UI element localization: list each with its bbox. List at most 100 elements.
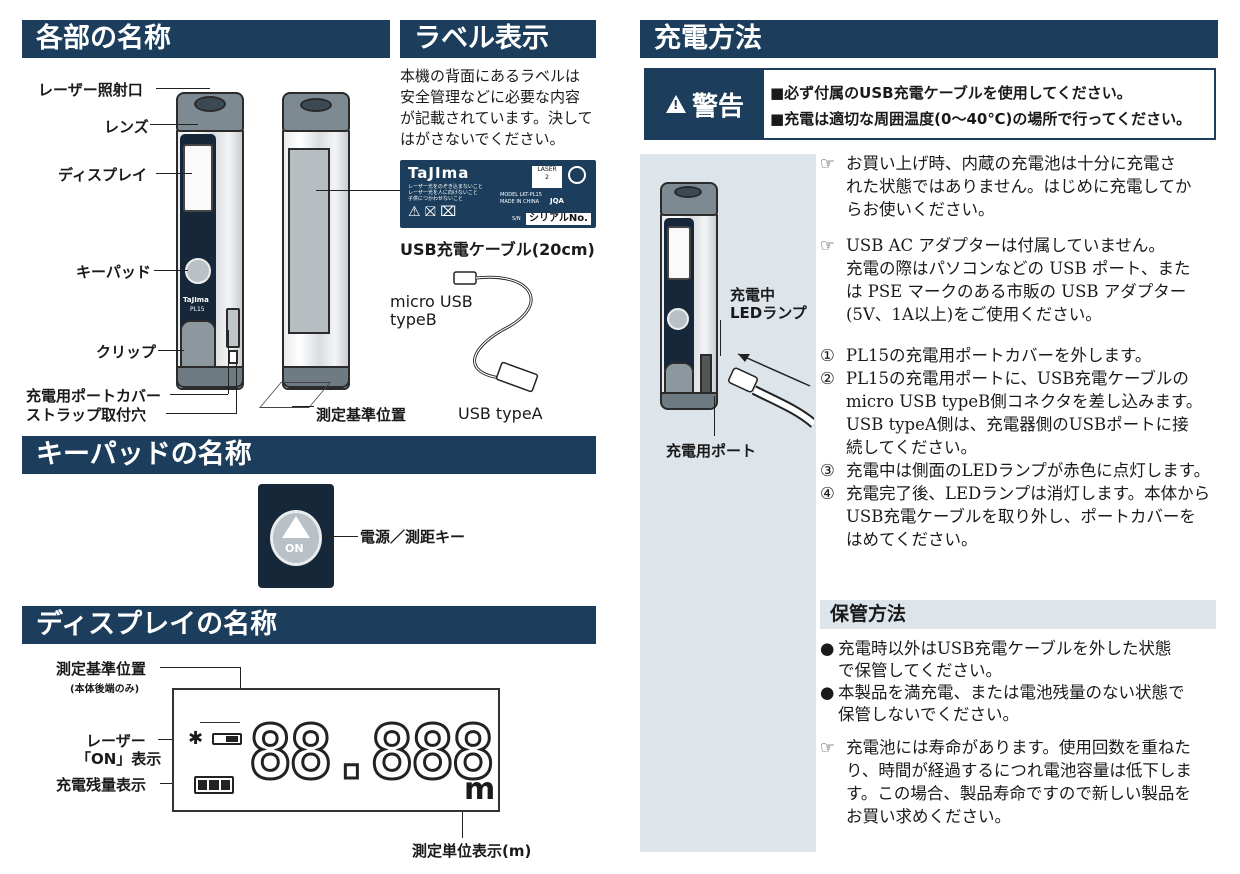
bullet: ●: [820, 683, 835, 702]
step-text: PL15の充電用ポートカバーを外します。: [846, 346, 1152, 365]
step-row: ① PL15の充電用ポートカバーを外します。: [820, 344, 1218, 367]
indent: [820, 759, 846, 782]
indent: [820, 704, 838, 726]
note-text: (5V、1A以上)をご使用ください。: [846, 305, 1102, 324]
leader-label: [316, 190, 400, 191]
leader-unit: [462, 812, 463, 838]
label-brand: TaJIma: [408, 164, 470, 182]
step-text: 続してください。: [846, 438, 978, 457]
charging-arrow-head: [738, 354, 750, 362]
note-text: USB AC アダプターは付属していません。: [846, 236, 1165, 255]
indent: [820, 660, 838, 682]
type-b-label: typeB: [390, 310, 437, 329]
charging-device-on-key-icon: [667, 308, 689, 330]
label-laser-on-2: 「ON」表示: [76, 750, 162, 768]
step-number: ②: [820, 369, 835, 388]
on-key-icon: [185, 258, 211, 284]
warning-box: ! 警告 ■必ず付属のUSB充電ケーブルを使用してください。 ■充電は適切な周囲…: [644, 68, 1216, 140]
label-laser-on-1: レーザー: [86, 732, 146, 750]
label-model: MODEL LKT-PL15: [500, 192, 542, 198]
note-row: す。この場合、製品寿命ですので新しい製品を: [820, 782, 1218, 805]
usb-cable-illustration: [453, 271, 539, 393]
lcd-display: ✱ 88.888 m: [172, 688, 500, 812]
step-number: ③: [820, 461, 835, 480]
label-display-measure-ref: 測定基準位置: [56, 660, 147, 678]
label-laser-port: レーザー照射口: [38, 81, 143, 99]
step-text: micro USB typeB側コネクタを差し込みます。: [846, 392, 1203, 411]
step-number: ④: [820, 484, 835, 503]
label-warning-small: レーザー光をのぞき込まないこと レーザー光を人に向けないこと 子供につかわせない…: [408, 184, 483, 202]
note-row: 充電の際はパソコンなどの USB ポート、また: [820, 257, 1218, 280]
battery-cell: [198, 780, 208, 790]
label-lens: レンズ: [104, 118, 149, 136]
charging-connector: [728, 367, 758, 393]
indent: [820, 413, 846, 436]
device-front-brand: TaJIma: [183, 296, 209, 304]
leader-display-ref-h: [160, 667, 240, 668]
header-label: ラベル表示: [400, 20, 596, 58]
label-display-measure-ref-note: (本体後端のみ): [70, 684, 140, 695]
label-warning-line: レーザー光をのぞき込まないこと: [408, 184, 483, 190]
charging-note-1: ☞お買い上げ時、内蔵の充電池は十分に充電さ れた状態ではありません。はじめに充電…: [820, 152, 1218, 221]
label-port-cover: 充電用ポートカバー: [26, 387, 162, 405]
label-display: ディスプレイ: [58, 166, 147, 184]
note-row: は PSE マークのある市販の USB アダプター: [820, 280, 1218, 303]
indent: [820, 280, 846, 303]
label-measure-ref: 測定基準位置: [316, 406, 407, 424]
label-clip: クリップ: [96, 343, 157, 361]
storage-row: ●充電時以外はUSB充電ケーブルを外した状態: [820, 638, 1218, 660]
charging-arrow: [737, 353, 811, 387]
usb-cable-inner: [473, 276, 532, 379]
label-sn-value: シリアルNo.: [526, 213, 591, 225]
charging-cable-inner: [752, 387, 814, 427]
strap-hole-icon: [228, 350, 238, 364]
lcd-digits: 88.888: [246, 709, 496, 798]
leader-port-cover-v: [228, 330, 229, 394]
bullet: ●: [820, 639, 835, 658]
indent: [820, 436, 846, 459]
device-front-model: PL15: [190, 306, 205, 313]
hand-pointer-icon: ☞: [820, 738, 835, 757]
indent: [820, 198, 846, 221]
step-row: ② PL15の充電用ポートに、USB充電ケーブルの: [820, 367, 1218, 390]
note-row: ☞お買い上げ時、内蔵の充電池は十分に充電さ: [820, 152, 1218, 175]
battery-cell: [220, 780, 230, 790]
laser-star-icon: ✱: [188, 728, 204, 749]
warning-tag: ! 警告: [646, 70, 764, 138]
leader-power-key: [322, 536, 358, 537]
step-text: はめてください。: [846, 530, 978, 549]
warning-line-1: ■必ず付属のUSB充電ケーブルを使用してください。: [770, 84, 1132, 102]
indent: [820, 390, 846, 413]
label-made-in: MADE IN CHINA: [500, 199, 540, 205]
storage-row: 保管しないでください。: [820, 704, 1218, 726]
charging-cable-illustration: [728, 353, 814, 428]
storage-text: 充電時以外はUSB充電ケーブルを外した状態: [838, 639, 1172, 658]
leader-measure-ref: [292, 406, 314, 407]
usb-a-connector: [495, 361, 539, 393]
storage-text: で保管してください。: [838, 661, 1003, 680]
label-description-line: が記載されています。決して: [400, 109, 593, 127]
note-row: ☞USB AC アダプターは付属していません。: [820, 234, 1218, 257]
storage-header: 保管方法: [820, 600, 1216, 629]
label-jqa: JQA: [550, 197, 564, 205]
label-charge-port: 充電用ポート: [666, 442, 757, 460]
step-text: PL15の充電用ポートに、USB充電ケーブルの: [846, 369, 1189, 388]
storage-list: ●充電時以外はUSB充電ケーブルを外した状態 で保管してください。 ●本製品を満…: [820, 638, 1218, 726]
storage-row: で保管してください。: [820, 660, 1218, 682]
note-text: は PSE マークのある市販の USB アダプター: [846, 282, 1187, 301]
label-strap-hole: ストラップ取付穴: [26, 406, 147, 424]
label-unit: 測定単位表示(m): [412, 842, 532, 860]
leader-laser-port: [156, 88, 210, 89]
indent: [820, 782, 846, 805]
indent: [820, 505, 846, 528]
leader-keypad: [154, 270, 188, 271]
leader-charging-led: [720, 320, 721, 356]
label-hazard-icons: ⚠ ⛝ ⌧: [408, 204, 457, 220]
step-number: ①: [820, 346, 835, 365]
leader-lens: [150, 124, 198, 125]
label-power-key: 電源／測距キー: [360, 528, 466, 546]
indent: [820, 528, 846, 551]
note-row: れた状態ではありません。はじめに充電してか: [820, 175, 1218, 198]
leader-clip: [158, 350, 184, 351]
